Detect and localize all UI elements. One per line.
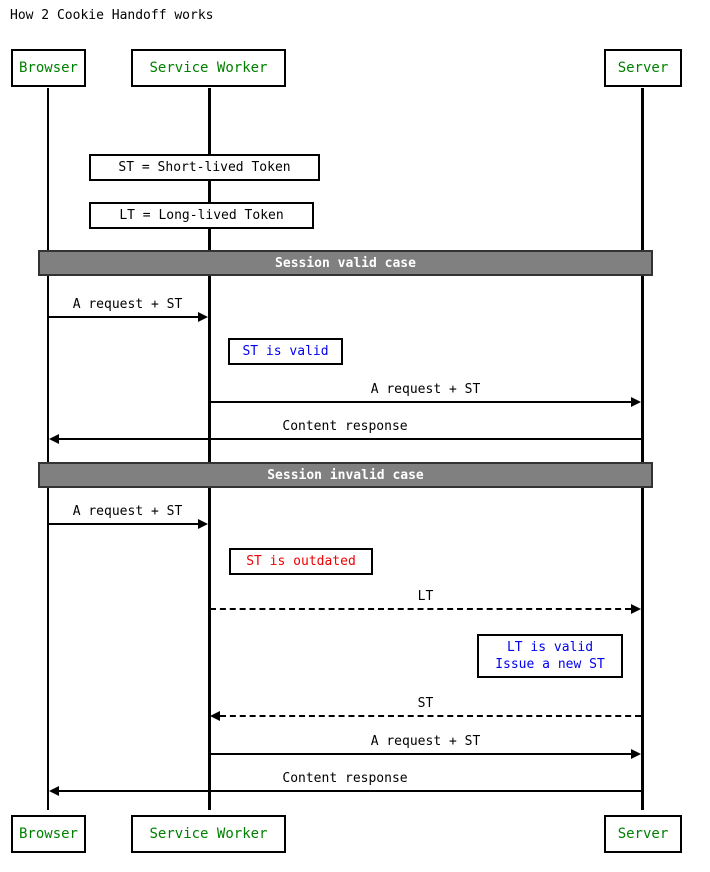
message-label-m6: ST	[417, 696, 434, 711]
note-st-is-valid: ST is valid	[228, 338, 343, 365]
message-line-m8	[59, 790, 643, 792]
message-label-m3: Content response	[282, 419, 408, 434]
message-line-m6	[220, 715, 641, 717]
actor-label: Service Worker	[149, 826, 268, 842]
note-lt-definition: LT = Long-lived Token	[89, 202, 314, 229]
note-lt-is-valid: LT is valid Issue a new ST	[477, 634, 623, 678]
arrowhead-right-icon	[198, 519, 208, 529]
actor-label: Service Worker	[149, 60, 268, 76]
actor-label: Server	[617, 826, 669, 842]
message-label-m2: A request + ST	[370, 382, 481, 397]
arrowhead-right-icon	[631, 604, 641, 614]
arrowhead-right-icon	[631, 397, 641, 407]
lifeline-service-worker	[208, 88, 211, 810]
actor-service-worker-top[interactable]: Service Worker	[131, 49, 286, 87]
note-text: ST is outdated	[246, 554, 356, 569]
actor-browser-top[interactable]: Browser	[11, 49, 86, 87]
note-text: LT = Long-lived Token	[119, 208, 284, 223]
actor-server-bottom[interactable]: Server	[604, 815, 682, 853]
message-label-m5: LT	[417, 589, 434, 604]
divider-session-valid-case: Session valid case	[38, 250, 653, 276]
lifeline-browser	[47, 88, 49, 810]
note-text: ST = Short-lived Token	[118, 160, 291, 175]
message-line-m3	[59, 438, 643, 440]
message-line-m1	[48, 316, 200, 318]
message-line-m2	[210, 401, 631, 403]
message-label-m1: A request + ST	[72, 297, 183, 312]
actor-label: Server	[617, 60, 669, 76]
divider-label: Session valid case	[275, 255, 416, 271]
message-label-m7: A request + ST	[370, 734, 481, 749]
note-st-is-outdated: ST is outdated	[229, 548, 373, 575]
note-text-line1: LT is valid	[506, 640, 594, 655]
actor-label: Browser	[18, 60, 78, 76]
actor-service-worker-bottom[interactable]: Service Worker	[131, 815, 286, 853]
note-st-definition: ST = Short-lived Token	[89, 154, 320, 181]
arrowhead-left-icon	[210, 711, 220, 721]
page-title: How 2 Cookie Handoff works	[10, 8, 214, 23]
message-label-m4: A request + ST	[72, 504, 183, 519]
arrowhead-right-icon	[198, 312, 208, 322]
message-line-m7	[210, 753, 631, 755]
actor-server-top[interactable]: Server	[604, 49, 682, 87]
divider-label: Session invalid case	[267, 467, 424, 483]
note-text-line2: Issue a new ST	[495, 657, 605, 672]
message-line-m5	[210, 608, 631, 610]
lifeline-server	[641, 88, 644, 810]
arrowhead-left-icon	[49, 434, 59, 444]
note-text: ST is valid	[242, 344, 329, 359]
message-line-m4	[48, 523, 200, 525]
actor-browser-bottom[interactable]: Browser	[11, 815, 86, 853]
divider-session-invalid-case: Session invalid case	[38, 462, 653, 488]
arrowhead-left-icon	[49, 786, 59, 796]
arrowhead-right-icon	[631, 749, 641, 759]
actor-label: Browser	[18, 826, 78, 842]
message-label-m8: Content response	[282, 771, 408, 786]
